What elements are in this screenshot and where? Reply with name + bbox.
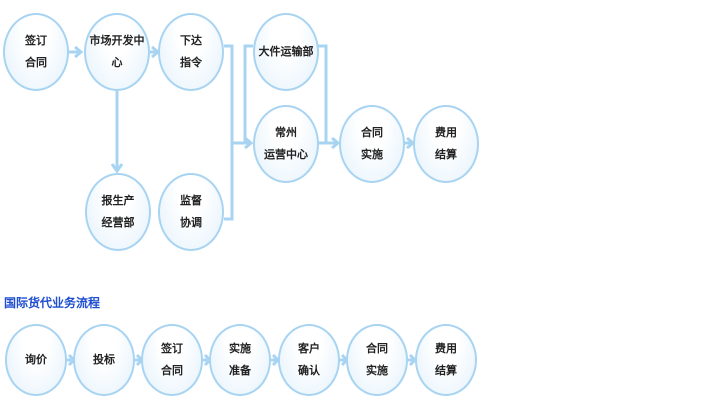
arrow-merge-to-changzhou <box>232 136 254 150</box>
node-label: 经营部 <box>101 216 135 229</box>
node-label: 实施 <box>361 148 383 161</box>
node-sign-contract: 签订合同 <box>141 324 203 396</box>
node-label: 合同 <box>366 342 388 355</box>
node-contract-execution: 合同实施 <box>339 105 405 183</box>
node-label: 运营中心 <box>264 148 308 161</box>
arrow-contract-to-market <box>69 45 84 59</box>
arrow-market-to-instruction <box>150 45 161 59</box>
node-label: 结算 <box>435 148 457 161</box>
node-label: 签订 <box>25 34 47 47</box>
node-label: 实施 <box>366 364 388 377</box>
node-label: 结算 <box>435 364 457 377</box>
node-fee-settlement: 费用结算 <box>413 105 479 183</box>
node-label: 费用 <box>435 126 457 139</box>
node-label: 监督 <box>180 194 202 207</box>
node-label: 市场开发中心 <box>89 34 145 69</box>
node-heavy-cargo-dept: 大件运输部 <box>253 13 319 91</box>
node-label: 确认 <box>298 364 320 377</box>
node-production-dept: 报生产经营部 <box>85 173 151 251</box>
node-label: 常州 <box>275 126 297 139</box>
node-label: 客户 <box>298 342 320 355</box>
line-to-heavy-cargo <box>243 44 253 143</box>
line-heavy-cargo-out <box>318 44 328 143</box>
line-instruction-merge <box>224 44 234 221</box>
node-bid: 投标 <box>73 324 135 396</box>
node-label: 投标 <box>93 353 115 366</box>
node-label: 准备 <box>229 364 251 377</box>
node-label: 下达 <box>180 34 202 47</box>
node-inquiry: 询价 <box>5 324 67 396</box>
section-title: 国际货代业务流程 <box>4 296 101 310</box>
arrow-contract-to-settlement <box>404 136 416 150</box>
arrow-changzhou-to-contract <box>318 136 341 150</box>
node-label: 费用 <box>435 342 457 355</box>
node-changzhou-center: 常州运营中心 <box>253 105 319 183</box>
node-label: 合同 <box>161 364 183 377</box>
node-label: 签订 <box>161 342 183 355</box>
node-label: 合同 <box>25 56 47 69</box>
node-market-dev-center: 市场开发中心 <box>84 13 150 91</box>
node-label: 大件运输部 <box>258 45 314 58</box>
node-label: 合同 <box>361 126 383 139</box>
node-label: 询价 <box>25 353 47 366</box>
node-customer-confirm: 客户确认 <box>278 324 340 396</box>
node-label: 指令 <box>180 56 202 69</box>
node-prepare: 实施准备 <box>209 324 271 396</box>
node-label: 报生产 <box>101 194 135 207</box>
node-label: 协调 <box>180 216 202 229</box>
node-label: 实施 <box>229 342 251 355</box>
arrow-market-to-production <box>110 91 124 174</box>
node-fee-settlement: 费用结算 <box>415 324 477 396</box>
node-sign-contract: 签订合同 <box>3 13 69 91</box>
node-contract-execution: 合同实施 <box>346 324 408 396</box>
node-issue-instruction: 下达指令 <box>158 13 224 91</box>
node-supervise-coordinate: 监督协调 <box>158 173 224 251</box>
